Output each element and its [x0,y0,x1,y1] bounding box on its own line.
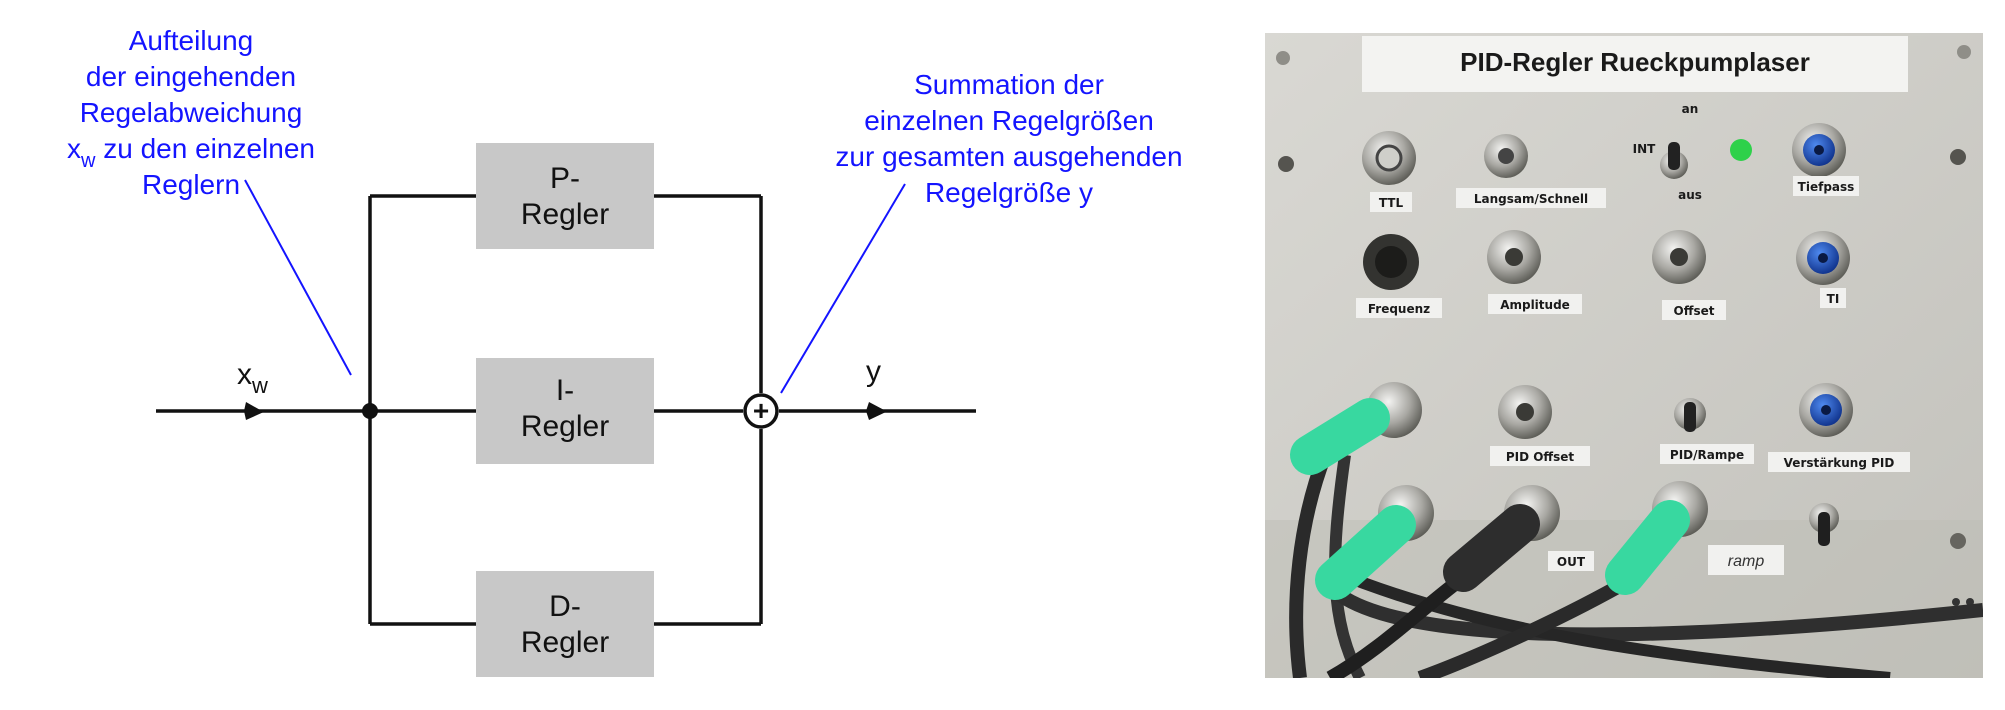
i-controller-block: I- Regler [476,358,654,464]
i-controller-line-1: I- [556,374,574,407]
screw-icon [1950,149,1966,165]
annotation-split-line-5: Reglern [142,169,240,200]
annotation-sum-line-1: Summation der [914,69,1104,100]
input-arrow-icon-lower [244,411,266,420]
screw-icon [1957,45,1971,59]
annotation-split-line-3: Regelabweichung [80,97,303,128]
screw-icon [1952,598,1960,606]
input-signal-x: x [237,358,252,391]
label-ti: TI [1827,292,1840,306]
label-offset: Offset [1674,304,1715,318]
annotation-sum-line-4: Regelgröße y [925,177,1093,208]
pid-block-diagram: Aufteilung der eingehenden Regelabweichu… [67,25,1183,677]
status-led [1730,139,1752,161]
output-arrow-icon [866,402,886,411]
summing-symbol: + [753,395,769,426]
annotation-split-pointer [245,180,351,375]
annotation-split-sub: w [80,150,96,172]
annotation-sum-line-3: zur gesamten ausgehenden [835,141,1182,172]
annotation-sum-line-2: einzelnen Regelgrößen [864,105,1154,136]
annotation-split-rest: zu den einzelnen [103,133,315,164]
label-aus: aus [1678,188,1702,202]
annotation-split-line-2: der eingehenden [86,61,296,92]
d-controller-line-2: Regler [521,626,609,659]
screw-icon [1278,156,1294,172]
label-int: INT [1633,142,1657,156]
p-controller-box [476,143,654,249]
input-signal-label: xw [237,358,268,398]
label-handwritten: ramp [1728,553,1765,570]
d-controller-box [476,571,654,677]
screw-icon [1950,533,1966,549]
input-arrow-icon [244,402,262,411]
annotation-split-line-4: xw zu den einzelnen [67,133,315,172]
label-langsam-schnell: Langsam/Schnell [1474,192,1588,206]
label-out: OUT [1557,555,1586,569]
pid-controller-photo: PID-Regler Rueckpumplaser [1265,33,1983,678]
i-controller-line-2: Regler [521,410,609,443]
p-controller-line-1: P- [550,162,580,195]
label-pid-rampe: PID/Rampe [1670,448,1744,462]
input-signal-sub: w [251,373,268,398]
label-verstaerkung: Verstärkung PID [1784,456,1895,470]
annotation-split-x: x [67,133,81,164]
p-controller-line-2: Regler [521,198,609,231]
label-frequenz: Frequenz [1368,302,1430,316]
output-signal-label: y [866,355,881,388]
annotation-split-line-1: Aufteilung [129,25,254,56]
output-arrow-icon-lower [866,411,888,420]
label-pid-offset: PID Offset [1506,450,1575,464]
label-amplitude: Amplitude [1500,298,1570,312]
panel-title: PID-Regler Rueckpumplaser [1460,47,1810,77]
p-controller-block: P- Regler [476,143,654,249]
annotation-split: Aufteilung der eingehenden Regelabweichu… [67,25,351,375]
annotation-sum-pointer [781,184,905,393]
label-tiefpass: Tiefpass [1798,180,1855,194]
annotation-sum: Summation der einzelnen Regelgrößen zur … [781,69,1183,393]
summing-junction: + [745,395,777,427]
screw-icon [1276,51,1290,65]
d-controller-line-1: D- [549,590,581,623]
label-ttl: TTL [1379,196,1404,210]
label-an: an [1682,102,1699,116]
d-controller-block: D- Regler [476,571,654,677]
branch-node [362,403,378,419]
